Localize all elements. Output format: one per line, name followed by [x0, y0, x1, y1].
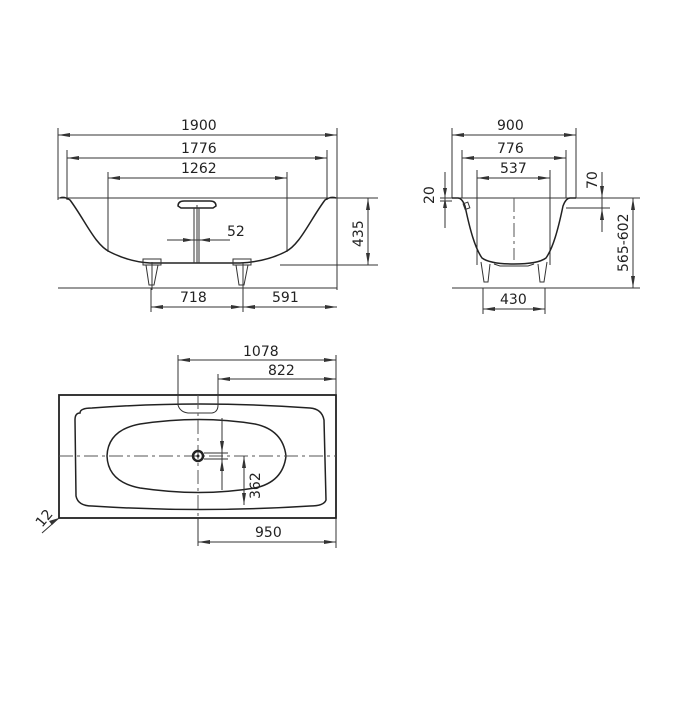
dim-430: 430: [500, 292, 527, 308]
dim-1262: 1262: [181, 161, 217, 177]
top-view: 362 1078 822 950 12: [33, 344, 337, 548]
dim-1078: 1078: [243, 344, 279, 360]
end-view: 900 776 537 20 70: [422, 118, 640, 314]
foot-left: [142, 258, 162, 290]
dim-52: 52: [227, 224, 245, 240]
drain-icon: [191, 449, 205, 463]
dim-718: 718: [180, 290, 207, 306]
dim-12: 12: [33, 507, 57, 531]
dim-537: 537: [500, 161, 527, 177]
dim-900: 900: [497, 118, 524, 134]
dim-1900: 1900: [181, 118, 217, 134]
dim-435: 435: [351, 220, 367, 247]
dim-565-602: 565-602: [616, 214, 632, 273]
dim-70: 70: [585, 171, 601, 189]
dim-1776: 1776: [181, 141, 217, 157]
dim-591: 591: [272, 290, 299, 306]
foot-right: [232, 258, 252, 290]
side-view: 1900 1776 1262 52: [57, 118, 378, 312]
dim-950: 950: [255, 525, 282, 541]
dim-20: 20: [422, 186, 438, 204]
dim-822: 822: [268, 363, 295, 379]
dim-362: 362: [248, 472, 264, 499]
dim-776: 776: [497, 141, 524, 157]
